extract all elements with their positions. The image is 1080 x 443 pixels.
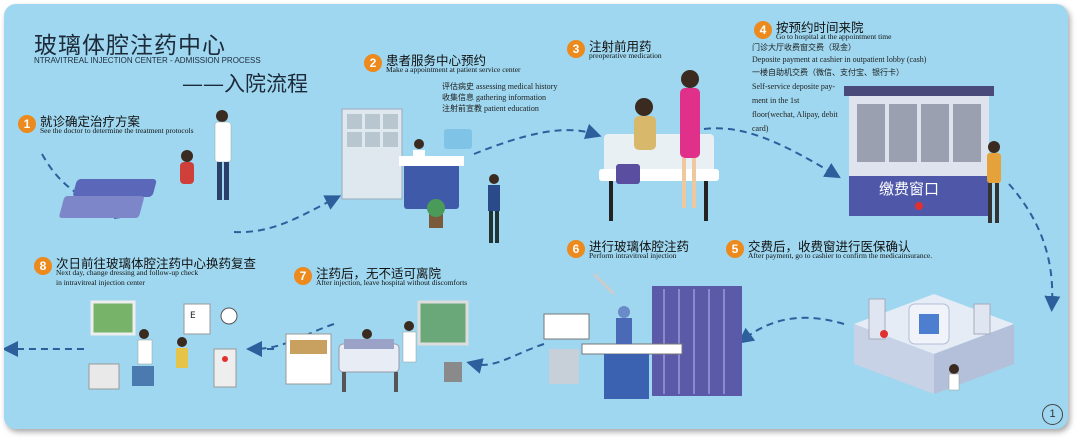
step-4-note-6: floor(wechat, Alipay, debit — [752, 110, 838, 119]
step-6-illustration — [543, 272, 742, 399]
page-number: 1 — [1042, 404, 1063, 425]
step-3-illustration — [599, 70, 719, 221]
step-2-illustration — [341, 108, 500, 243]
step-4-note-3: 一楼自助机交费（微信、支付宝、银行卡） — [752, 68, 904, 77]
step-5-title: 交费后，收费窗进行医保确认 — [748, 239, 911, 254]
step-6-badge: 6 — [567, 240, 585, 258]
page-subtitle: ——入院流程 — [182, 72, 308, 96]
step-4-note-1: 门诊大厅收费窗交费（现金） — [752, 43, 856, 52]
step-1-title: 就诊确定治疗方案 — [40, 114, 141, 129]
step-2-badge: 2 — [364, 54, 382, 72]
step-3-badge: 3 — [567, 40, 585, 58]
step-2-english: Make a appointment at patient service ce… — [386, 65, 521, 74]
step-1-english: See the doctor to determine the treatmen… — [40, 126, 194, 135]
step-2-note-3: 注射前宣教 patient education — [442, 104, 539, 113]
step-8-badge: 8 — [34, 257, 52, 275]
step-5-badge: 5 — [726, 240, 744, 258]
step-7-title: 注药后，无不适可离院 — [316, 266, 442, 281]
step-7-illustration — [285, 300, 469, 392]
step-4-note-4: Self-service deposite pay- — [752, 82, 836, 91]
step-3-english: preoperative medication — [589, 51, 662, 60]
page-title-english: NTRAVITREAL INJECTION CENTER - ADMISSION… — [34, 56, 261, 65]
step-3-title: 注射前用药 — [589, 39, 652, 54]
step-4-title: 按预约时间来院 — [776, 20, 864, 35]
step-4-badge: 4 — [754, 21, 772, 39]
step-1-badge: 1 — [18, 115, 36, 133]
step-2-note-1: 评估病史 assessing medical history — [442, 82, 558, 91]
step-8-title: 次日前往玻璃体腔注药中心换药复查 — [56, 256, 257, 271]
step-5-english: After payment, go to cashier to confirm … — [748, 251, 933, 260]
step-4-note-7: card) — [752, 124, 769, 133]
step-8-english-line-2: in intravitreal injection center — [56, 278, 145, 287]
svg-text:E: E — [190, 311, 196, 321]
process-board: 玻璃体腔注药中心 NTRAVITREAL INJECTION CENTER - … — [4, 4, 1068, 429]
step-4-note-2: Deposite payment at cashier in outpatien… — [752, 55, 927, 64]
step-4-note-5: ment in the 1st — [752, 96, 800, 105]
step-4-illustration — [844, 86, 1001, 223]
step-2-title: 患者服务中心预约 — [386, 53, 487, 68]
step-5-illustration — [854, 294, 1014, 394]
step-1-illustration — [59, 110, 232, 218]
step-8-english-line-1: Next day, change dressing and follow-up … — [56, 268, 199, 277]
payment-window-sign: 缴费窗口 — [879, 180, 940, 198]
step-7-badge: 7 — [294, 267, 312, 285]
step-4-english: Go to hospital at the appointment time — [776, 32, 892, 41]
page-title: 玻璃体腔注药中心 — [34, 33, 226, 59]
step-7-english: After injection, leave hospital without … — [316, 278, 468, 287]
step-6-title: 进行玻璃体腔注药 — [589, 239, 690, 254]
step-6-english: Perform intravitreal injection — [589, 251, 677, 260]
flow-path — [4, 123, 1061, 374]
step-8-illustration: E — [88, 300, 238, 390]
step-2-note-2: 收集信息 gathering information — [442, 93, 546, 102]
